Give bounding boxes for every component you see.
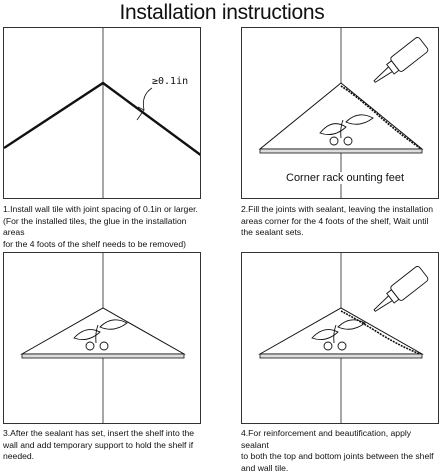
pointer-line [143, 88, 152, 110]
caption-line: needed. [3, 451, 203, 463]
step-1-illustration: ≥0.1in [3, 27, 201, 199]
joint-spacing-label: ≥0.1in [152, 76, 188, 87]
step-1-caption: 1.Install wall tile with joint spacing o… [3, 204, 203, 250]
caption-line: areas corner for the 4 foots of the shel… [241, 216, 441, 228]
page-title: Installation instructions [0, 0, 444, 26]
step-4-caption: 4.For reinforcement and beautification, … [241, 428, 441, 474]
sealant-tube-icon [369, 265, 429, 317]
caption-line: wall and add temporary support to hold t… [3, 440, 203, 452]
caption-line: and wall tile. [241, 463, 441, 474]
caption-line: (For the installed tiles, the glue in th… [3, 216, 203, 239]
insert-shelf-diagram [4, 253, 201, 424]
caption-line: the sealant sets. [241, 227, 441, 239]
caption-line: 3.After the sealant has set, insert the … [3, 428, 203, 440]
tile-joint-diagram [4, 28, 201, 199]
caption-line: 4.For reinforcement and beautification, … [241, 428, 441, 451]
caption-line: 1.Install wall tile with joint spacing o… [3, 204, 203, 216]
corner-rack-label: Corner rack ounting feet [286, 172, 404, 184]
sealant-tube-icon [369, 36, 429, 88]
caption-line: to both the top and bottom joints betwee… [241, 451, 441, 463]
caption-line: for the 4 foots of the shelf needs to be… [3, 239, 203, 251]
step-3-caption: 3.After the sealant has set, insert the … [3, 428, 203, 463]
caption-line: 2.Fill the joints with sealant, leaving … [241, 204, 441, 216]
step-3-illustration [3, 252, 201, 424]
step-4-illustration [241, 252, 439, 424]
seal-joints-diagram [242, 253, 439, 424]
step-2-illustration: Corner rack ounting feet [241, 27, 439, 199]
step-2-caption: 2.Fill the joints with sealant, leaving … [241, 204, 441, 239]
